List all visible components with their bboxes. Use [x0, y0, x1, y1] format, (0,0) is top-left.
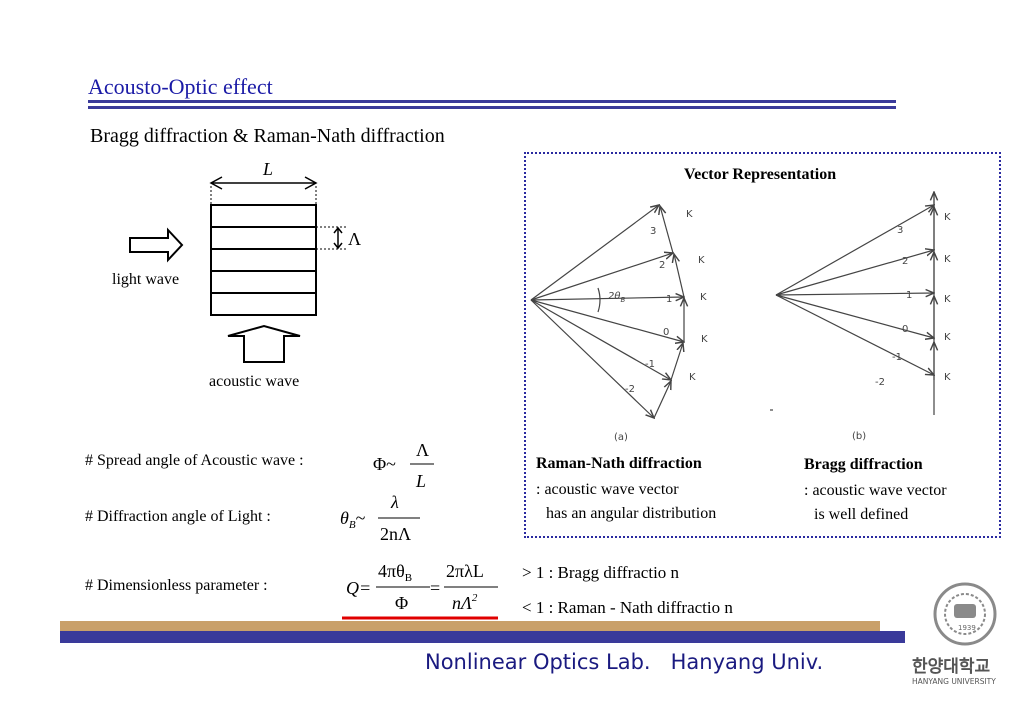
diffraction-angle-label: # Diffraction angle of Light : — [85, 508, 271, 525]
diff-denominator: 2nΛ — [380, 524, 411, 544]
slide-title: Acousto-Optic effect — [88, 74, 273, 99]
raman-order-m2: -2 — [625, 384, 635, 395]
bragg-order-m2: -2 — [875, 377, 885, 388]
spread-angle-label: # Spread angle of Acoustic wave : — [85, 452, 304, 469]
slide-subtitle: Bragg diffraction & Raman-Nath diffracti… — [90, 125, 445, 147]
university-logo: 1939 한양대학교 HANYANG UNIVERSITY — [910, 580, 1020, 688]
lambda-arrowhead-down — [333, 242, 343, 250]
university-seal-icon: 1939 한양대학교 HANYANG UNIVERSITY — [912, 582, 997, 686]
raman-condition: < 1 : Raman - Nath diffractio n — [522, 598, 733, 617]
footer-lab: Nonlinear Optics Lab. — [425, 650, 651, 674]
q-parameter-equation: Q= 4πθB Φ = 2πλL nΛ2 — [342, 561, 498, 620]
two-theta-label: 2θB — [608, 291, 625, 304]
q-numerator-1: 4πθB — [378, 561, 412, 584]
bragg-order-0: 0 — [902, 324, 908, 335]
wavelength-label: Λ — [348, 229, 361, 249]
length-arrowhead-right — [304, 176, 318, 190]
logo-year: 1939 — [958, 624, 976, 632]
bragg-condition: > 1 : Bragg diffractio n — [522, 563, 680, 582]
vector-representation-panel — [524, 152, 1001, 538]
spread-angle-equation: Φ~ Λ L — [373, 440, 434, 491]
raman-nath-vector-diagram — [530, 205, 684, 418]
bragg-caption-title: Bragg diffraction — [804, 456, 923, 473]
raman-order-3: 3 — [650, 226, 656, 237]
raman-nath-caption-line1: : acoustic wave vector — [536, 481, 679, 498]
raman-order-1: 1 — [666, 294, 672, 305]
bragg-order-m1: -1 — [892, 352, 902, 363]
acousto-optic-cell-diagram: L Λ light wave acoustic wave — [112, 159, 361, 390]
bragg-k-label-3: K — [944, 294, 951, 305]
bragg-caption-line1: : acoustic wave vector — [804, 482, 947, 499]
raman-k-label-1: K — [686, 209, 693, 220]
length-arrowhead-left — [209, 176, 223, 190]
bragg-order-3: 3 — [897, 225, 903, 236]
lambda-arrowhead-up — [333, 226, 343, 234]
title-rule-bottom — [88, 106, 896, 109]
acoustic-cell — [210, 204, 317, 316]
bragg-k-label-5: K — [944, 372, 951, 383]
title-rule-top — [88, 100, 896, 103]
diff-theta: θB~ — [340, 508, 366, 531]
spread-denominator: L — [415, 471, 426, 491]
raman-order-m1: -1 — [645, 359, 655, 370]
bragg-vector-diagram — [770, 192, 934, 415]
q-lhs: Q= — [346, 578, 371, 598]
footer-bar-tan — [60, 621, 880, 631]
raman-nath-caption-line2: has an angular distribution — [546, 505, 717, 522]
raman-k-label-5: K — [689, 372, 696, 383]
vector-diagrams: K K K K K 3 2 1 0 -1 -2 2θB (a) K K K K … — [530, 190, 951, 443]
raman-k-label-4: K — [701, 334, 708, 345]
bragg-k-label-1: K — [944, 212, 951, 223]
length-label: L — [262, 159, 273, 179]
raman-order-2: 2 — [659, 260, 665, 271]
q-equals: = — [430, 578, 440, 598]
bragg-caption-line2: is well defined — [814, 506, 909, 523]
q-numerator-2: 2πλL — [446, 561, 484, 581]
panel-a-label: (a) — [614, 432, 628, 443]
bragg-order-1: 1 — [906, 290, 912, 301]
vector-title: Vector Representation — [684, 166, 837, 183]
light-wave-label: light wave — [112, 271, 179, 288]
acoustic-wave-label: acoustic wave — [209, 373, 299, 390]
diffraction-angle-equation: θB~ λ 2nΛ — [340, 492, 420, 544]
spread-lhs: Φ~ — [373, 454, 396, 474]
footer-bar-navy — [60, 631, 905, 643]
footer-text: Nonlinear Optics Lab. Hanyang Univ. — [425, 650, 823, 674]
logo-korean-text: 한양대학교 — [912, 657, 991, 677]
panel-b-label: (b) — [852, 431, 866, 442]
bragg-k-label-2: K — [944, 254, 951, 265]
raman-k-label-3: K — [700, 292, 707, 303]
raman-nath-caption-title: Raman-Nath diffraction — [536, 455, 702, 472]
bragg-k-label-4: K — [944, 332, 951, 343]
diff-numerator: λ — [390, 492, 399, 512]
spread-numerator: Λ — [416, 440, 429, 460]
dimensionless-label: # Dimensionless parameter : — [85, 577, 268, 594]
logo-english-text: HANYANG UNIVERSITY — [912, 677, 996, 686]
acoustic-wave-arrow — [227, 324, 301, 363]
raman-k-label-2: K — [698, 255, 705, 266]
light-wave-arrow — [129, 227, 184, 263]
bragg-order-2: 2 — [902, 256, 908, 267]
q-denominator-2: nΛ2 — [452, 592, 478, 613]
q-denominator-1: Φ — [395, 593, 408, 613]
footer-univ: Hanyang Univ. — [670, 650, 824, 674]
raman-order-0: 0 — [663, 327, 669, 338]
